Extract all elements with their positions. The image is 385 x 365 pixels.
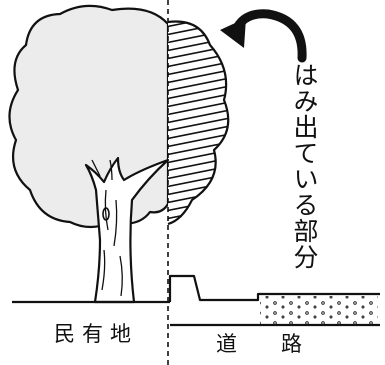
private-land-label: 民有地 <box>54 322 138 346</box>
hatch-line <box>160 236 240 252</box>
hatch-line <box>160 228 240 244</box>
hatch-line <box>168 21 229 29</box>
tree-canopy <box>8 4 170 229</box>
tree-trunk <box>84 156 170 304</box>
road-label: 道路 <box>216 332 346 356</box>
trunk-texture <box>91 159 123 297</box>
hatch-line <box>160 252 240 268</box>
trunk-knot <box>102 207 110 221</box>
road-gravel <box>260 296 378 324</box>
road-curb <box>168 274 380 302</box>
overhang-caption: はみ出ている部分 <box>290 62 319 270</box>
hatch-line <box>168 115 229 133</box>
curved-arrow-icon <box>220 9 307 63</box>
hatch-line <box>160 244 240 260</box>
hatch-line <box>160 4 240 20</box>
overhang-hatched-area <box>160 4 240 268</box>
